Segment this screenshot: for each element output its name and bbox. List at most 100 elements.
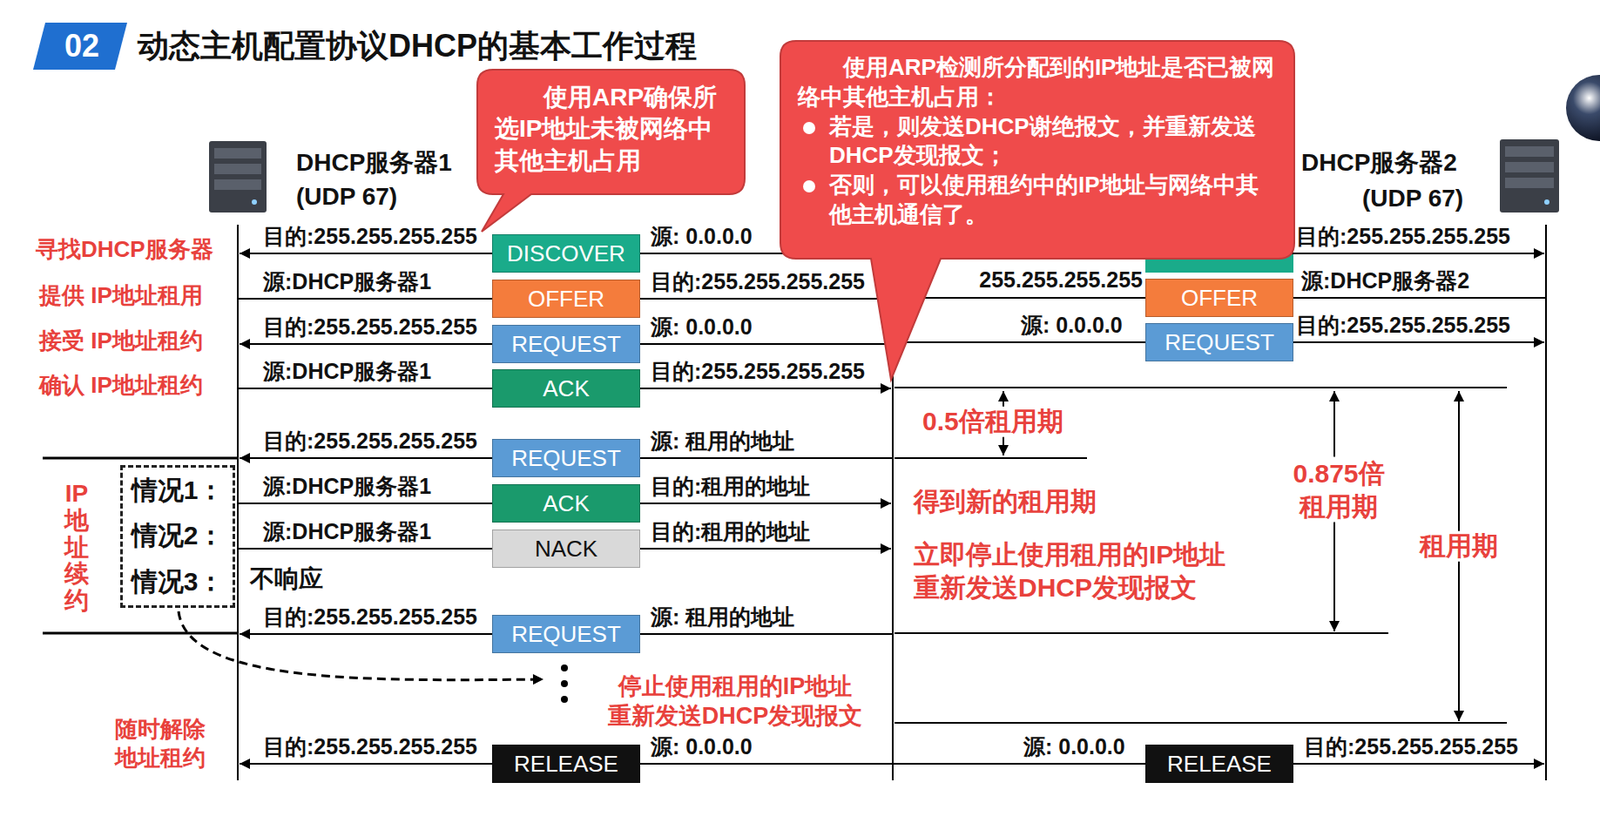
server-slot	[1505, 162, 1554, 173]
message-field: 目的:租用的地址	[650, 519, 811, 545]
case-label: 情况3：	[131, 564, 225, 601]
timing-note: 0.875倍 租用期	[1288, 457, 1389, 523]
message-box: ACK	[492, 484, 641, 523]
bullet-dot	[803, 180, 816, 193]
callout-text: 否则，可以使用租约中的IP地址与网络中其他主机通信了。	[797, 170, 1277, 230]
server-icon	[1499, 139, 1560, 213]
message-box: NACK	[492, 529, 641, 568]
message-field: 源:DHCP服务器1	[263, 519, 432, 545]
message-box: REQUEST	[492, 324, 641, 364]
message-field: 目的:255.255.255.255	[1296, 313, 1511, 338]
message-field: 目的:255.255.255.255	[263, 605, 478, 630]
case-label: 情况2：	[131, 518, 225, 554]
callout-shape	[477, 69, 745, 232]
server-icon	[1499, 139, 1560, 213]
phase-label: IP地址续约	[64, 480, 89, 615]
decor-sphere	[1566, 74, 1600, 142]
message-label: REQUEST	[511, 330, 622, 358]
message-box: REQUEST	[492, 614, 641, 654]
timing-note: 得到新的租用期	[913, 486, 1097, 518]
callout-text: 若是，则发送DHCP谢绝报文，并重新发送DHCP发现报文；	[797, 112, 1277, 172]
message-field: 目的:255.255.255.255	[650, 359, 865, 385]
message-field: 目的:255.255.255.255	[263, 315, 478, 340]
message-field: 源:DHCP服务器1	[263, 474, 432, 500]
message-box: DISCOVER	[492, 234, 641, 273]
server-timeline	[1545, 224, 1547, 781]
page-title: 动态主机配置协议DHCP的基本工作过程	[137, 27, 697, 64]
message-field: 源: 0.0.0.0	[1023, 735, 1126, 760]
message-box: ACK	[492, 369, 641, 408]
message-field: 源: 0.0.0.0	[650, 315, 753, 340]
server-slot	[1505, 146, 1554, 157]
message-field: 目的:255.255.255.255	[1296, 224, 1511, 250]
message-box: RELEASE	[492, 744, 641, 784]
case-label: 情况1：	[131, 472, 225, 509]
message-label: OFFER	[1181, 284, 1258, 312]
message-label: RELEASE	[1167, 750, 1272, 778]
time-marker	[894, 632, 1389, 635]
section-number: 02	[64, 27, 100, 64]
message-field: 目的:255.255.255.255	[263, 735, 478, 760]
message-field: 源: 租用的地址	[650, 429, 795, 454]
message-label: ACK	[542, 375, 589, 403]
timing-note: 停止使用租用的IP地址 重新发送DHCP发现报文	[607, 672, 864, 732]
message-label: NACK	[534, 535, 598, 563]
message-field: 目的:租用的地址	[650, 474, 811, 500]
callout-bubble: 使用ARP检测所分配到的IP地址是否已被网络中其他主机占用：若是，则发送DHCP…	[780, 40, 1295, 259]
message-field: 源: 租用的地址	[650, 605, 795, 630]
message-label: ACK	[542, 490, 589, 518]
time-marker	[894, 457, 1087, 460]
message-field: 源:DHCP服务器2	[1301, 269, 1470, 294]
time-marker	[894, 722, 1507, 724]
case-note: 不响应	[249, 565, 324, 594]
message-field: 目的:255.255.255.255	[650, 270, 865, 295]
server-light	[251, 199, 257, 205]
section-badge	[33, 22, 128, 70]
step-label: 提供 IP地址租用	[39, 283, 203, 310]
timing-note: 0.5倍租用期	[918, 406, 1068, 438]
message-box: RELEASE	[1145, 744, 1294, 784]
step-label: 寻找DHCP服务器	[35, 236, 214, 264]
message-label: DISCOVER	[506, 240, 626, 268]
server-icon	[209, 141, 267, 213]
ellipsis-dot	[560, 664, 568, 672]
message-field: 目的:255.255.255.255	[263, 224, 478, 250]
section-rule	[42, 632, 238, 635]
ellipsis-dot	[560, 680, 568, 688]
message-label: RELEASE	[513, 750, 619, 778]
message-box: OFFER	[492, 279, 641, 318]
message-box: OFFER	[1145, 278, 1294, 318]
message-label: REQUEST	[1164, 329, 1275, 357]
message-field: 255.255.255.255	[978, 268, 1143, 293]
message-field: 源: 0.0.0.0	[1020, 313, 1123, 338]
bullet-dot	[803, 121, 816, 135]
server-slot	[214, 148, 262, 159]
message-field: 源:DHCP服务器1	[263, 270, 432, 295]
server-icon	[209, 141, 267, 213]
message-field: 源: 0.0.0.0	[650, 735, 753, 760]
server-label: DHCP服务器2	[1301, 148, 1458, 177]
server-slot	[214, 179, 262, 190]
message-box: REQUEST	[492, 438, 641, 478]
server-label: (UDP 67)	[1362, 184, 1464, 213]
ellipsis-dot	[560, 695, 568, 703]
message-label: OFFER	[527, 285, 605, 313]
server-label: DHCP服务器1	[296, 148, 453, 177]
server-slot	[1505, 177, 1554, 189]
server-slot	[214, 163, 262, 175]
time-marker	[894, 386, 1507, 389]
message-field: 目的:255.255.255.255	[1303, 735, 1519, 760]
step-label: 接受 IP地址租约	[39, 328, 203, 355]
message-box: REQUEST	[1145, 323, 1294, 362]
callout-text: 使用ARP检测所分配到的IP地址是否已被网络中其他主机占用：	[797, 53, 1277, 113]
message-label: REQUEST	[511, 621, 622, 649]
step-label: 确认 IP地址租约	[39, 372, 203, 399]
step-label: 随时解除 地址租约	[114, 715, 206, 772]
message-field: 源:DHCP服务器1	[263, 359, 432, 385]
server-label: (UDP 67)	[296, 182, 398, 211]
timing-note: 立即停止使用租用的IP地址 重新发送DHCP发现报文	[913, 538, 1226, 604]
message-field: 目的:255.255.255.255	[263, 429, 478, 454]
callout-text: 使用ARP确保所选IP地址未被网络中其他主机占用	[494, 81, 728, 177]
timing-note: 租用期	[1415, 531, 1503, 562]
message-field: 源: 0.0.0.0	[650, 224, 753, 250]
